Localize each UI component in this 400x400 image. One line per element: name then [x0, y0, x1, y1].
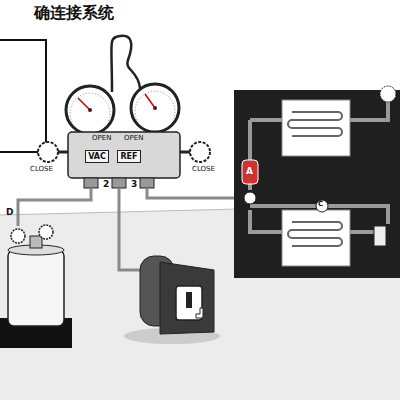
manifold-body — [68, 132, 180, 178]
ac-system-panel — [234, 86, 400, 278]
valve-state: CLOSE — [30, 166, 53, 174]
port-number: 2 — [103, 180, 109, 190]
frame — [0, 40, 46, 152]
vacuum-pump — [124, 256, 220, 344]
table-surface — [0, 205, 400, 400]
title: 确连接系统 — [34, 4, 114, 22]
refrigerant-tank — [0, 225, 72, 348]
callout-letter: A — [246, 167, 253, 177]
gauges — [66, 84, 179, 134]
valve-label-box: VAC — [85, 150, 109, 163]
valve-state: OPEN — [124, 135, 143, 143]
callout-letter: D — [6, 208, 13, 218]
valve-label: VAC — [88, 152, 106, 161]
callout-letter: C — [318, 201, 323, 209]
valve-label-box: REF — [117, 150, 141, 163]
valve-state: OPEN — [92, 135, 111, 143]
valve-state: CLOSE — [192, 166, 215, 174]
valve-label: REF — [120, 152, 137, 161]
port-number: 3 — [131, 180, 137, 190]
valve-knobs — [38, 142, 210, 162]
hose-hook — [111, 36, 140, 92]
